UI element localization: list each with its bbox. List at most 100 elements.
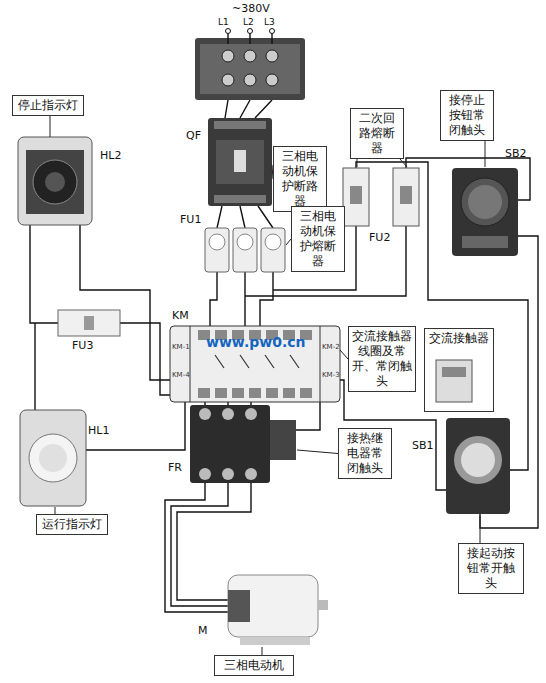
callout-text: 运行指示灯 (40, 517, 104, 532)
stop-indicator-lamp (18, 137, 92, 225)
watermark: www.pw0.cn (206, 335, 306, 350)
fuse-fu2 (350, 186, 362, 204)
terminal-block (200, 44, 300, 94)
callout-text: 交流接触器线圈及常开、常闭触头 (352, 329, 412, 389)
wire (30, 100, 538, 612)
start-button (454, 436, 502, 484)
callout-box: 运行指示灯 (36, 514, 108, 535)
stop-indicator-lamp (33, 160, 77, 204)
contactor (215, 355, 299, 368)
stop-button (452, 168, 518, 256)
callout-box: 停止指示灯 (12, 95, 84, 116)
three-phase-motor (228, 575, 318, 637)
three-phase-motor (318, 600, 328, 610)
callout-box: 三相电动机保护断路器 (273, 146, 327, 212)
wire (225, 100, 272, 118)
thermal-relay (190, 405, 296, 483)
run-indicator-lamp (20, 410, 86, 506)
stop-indicator-lamp (45, 172, 65, 192)
thermal-relay (199, 468, 211, 480)
part-label: ~380V (232, 3, 270, 15)
fuse-fu1 (233, 228, 257, 272)
terminal-block (270, 29, 275, 34)
terminal-block (226, 29, 231, 34)
contactor (266, 388, 278, 398)
fuse-fu3 (84, 316, 94, 330)
part-label: FU1 (180, 214, 201, 226)
contactor (170, 326, 340, 402)
start-button (446, 418, 510, 514)
callout-text: 三相电动机 (218, 658, 290, 673)
thermal-relay (222, 408, 234, 420)
leader-line (357, 159, 358, 167)
contactor (232, 388, 244, 398)
terminal-block (266, 50, 278, 62)
contactor (190, 326, 320, 402)
run-indicator-lamp (39, 444, 67, 472)
run-indicator-lamp (29, 434, 77, 482)
part-label: L2 (243, 18, 254, 28)
fuse-fu1 (261, 228, 285, 272)
callout-text: 三相电动机保护熔断器 (295, 209, 341, 269)
terminal-block (248, 29, 253, 34)
three-phase-motor (240, 637, 310, 645)
stop-button (452, 168, 518, 256)
part-label: HL1 (88, 425, 109, 437)
thermal-relay (222, 468, 234, 480)
part-label: FR (168, 462, 182, 474)
leader-line (55, 507, 56, 514)
contactor (170, 326, 340, 402)
part-label: KM-4 (172, 372, 190, 380)
circuit-breaker (214, 121, 266, 129)
part-label: FU3 (72, 340, 93, 352)
circuit-breaker (216, 140, 264, 184)
callout-text: 交流接触器 (428, 331, 490, 346)
part-label: FU2 (369, 232, 390, 244)
part-label: KM (172, 310, 189, 322)
circuit-breaker (234, 150, 246, 172)
stop-indicator-lamp (26, 150, 84, 214)
fuse-fu1 (237, 234, 253, 250)
contactor (215, 388, 227, 398)
contactor (198, 330, 312, 398)
three-phase-motor (228, 575, 328, 645)
start-button (446, 418, 510, 514)
leader-line (50, 116, 51, 137)
wire (86, 402, 185, 450)
leader-line (400, 159, 407, 167)
wire (217, 206, 273, 228)
contactor-photo (436, 360, 472, 402)
terminal-block (244, 50, 256, 62)
callout-box: 二次回路熔断器 (350, 108, 404, 159)
leader-line (262, 647, 263, 655)
stop-indicator-lamp (18, 137, 92, 225)
contactor (198, 388, 210, 398)
callout-text: 二次回路熔断器 (354, 111, 400, 156)
stop-button (461, 178, 509, 226)
leader-line (485, 141, 486, 167)
callout-text: 接起动按钮常开触头 (462, 546, 520, 591)
fuse-fu1 (265, 234, 281, 250)
contactor (300, 388, 312, 398)
fuse-fu1 (205, 228, 229, 272)
fuse-fu3 (58, 310, 120, 336)
wire (34, 323, 35, 410)
circuit-breaker (208, 118, 272, 206)
circuit-breaker (208, 118, 272, 206)
terminal-block (195, 29, 305, 101)
callout-text: 三相电动机保护断路器 (277, 149, 323, 209)
wire (30, 225, 170, 395)
callout-text: 接热继电器常闭触头 (342, 431, 388, 476)
fuse-fu2 (343, 168, 419, 226)
part-label: L1 (218, 18, 229, 28)
fuse-fu3 (58, 310, 120, 336)
callout-box: 接热继电器常闭触头 (338, 428, 392, 479)
wire (210, 272, 273, 330)
fuse-fu1 (209, 234, 225, 250)
part-label: M (198, 625, 208, 637)
part-label: HL2 (100, 150, 121, 162)
part-label: KM-1 (172, 344, 190, 352)
thermal-relay (270, 420, 296, 460)
fuse-fu2 (393, 168, 419, 226)
terminal-block (222, 74, 234, 86)
